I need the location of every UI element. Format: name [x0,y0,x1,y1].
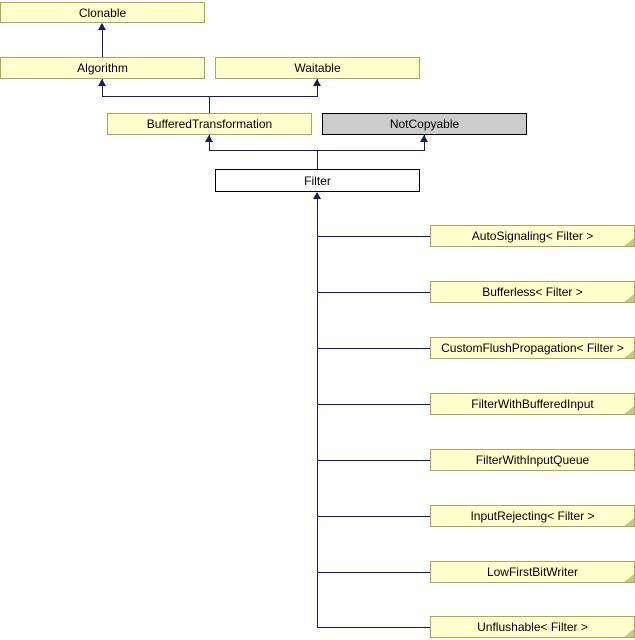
edge-bt-stem [209,96,210,113]
class-node-filter[interactable]: Filter [215,169,420,192]
class-node-customflushpropagation[interactable]: CustomFlushPropagation< Filter > [430,337,635,359]
edge-branch-unflushable [317,627,430,628]
class-node-autosignaling[interactable]: AutoSignaling< Filter > [430,225,635,247]
class-label: FilterWithBufferedInput [471,397,594,411]
fold-marker-icon [624,518,634,526]
class-label: CustomFlushPropagation< Filter > [441,341,624,355]
class-node-bufferedtransformation[interactable]: BufferedTransformation [107,113,312,135]
edge-algorithm-clonable [102,24,103,57]
class-node-lowfirstbitwriter[interactable]: LowFirstBitWriter [430,561,635,583]
edge-branch-bufferless [317,292,430,293]
class-node-algorithm[interactable]: Algorithm [0,57,205,79]
class-label: Clonable [78,5,127,20]
fold-marker-icon [624,406,634,414]
fold-marker-icon [624,350,634,358]
arrowhead-icon [313,79,321,86]
fold-marker-icon [624,294,634,302]
fold-marker-icon [624,629,634,637]
class-label: NotCopyable [389,117,460,131]
class-label: BufferedTransformation [146,117,273,131]
class-label: Bufferless< Filter > [482,285,583,299]
edge-derived-trunk [317,193,318,628]
edge-bt-bases-horizontal [102,96,318,97]
arrowhead-icon [98,79,106,86]
class-node-inputrejecting[interactable]: InputRejecting< Filter > [430,505,635,527]
edge-bt-waitable [317,79,318,96]
arrowhead-icon [420,135,428,142]
arrowhead-icon [98,23,106,30]
arrowhead-icon [313,192,321,199]
fold-marker-icon [624,238,634,246]
class-node-bufferless[interactable]: Bufferless< Filter > [430,281,635,303]
edge-branch-filterwithinputqueue [317,460,430,461]
class-node-filterwithbufferedinput[interactable]: FilterWithBufferedInput [430,393,635,415]
edge-branch-autosignaling [317,236,430,237]
edge-branch-inputrejecting [317,516,430,517]
class-label: Algorithm [77,61,128,75]
class-label: InputRejecting< Filter > [470,509,595,523]
class-label: LowFirstBitWriter [486,565,579,579]
edge-bt-algorithm [102,79,103,96]
edge-filter-bt [209,135,210,150]
class-node-clonable[interactable]: Clonable [0,2,205,23]
class-node-filterwithinputqueue[interactable]: FilterWithInputQueue [430,449,635,471]
class-node-unflushable[interactable]: Unflushable< Filter > [430,616,635,638]
class-label: Unflushable< Filter > [477,620,588,634]
fold-marker-icon [624,574,634,582]
class-label: AutoSignaling< Filter > [471,229,594,243]
arrowhead-icon [205,135,213,142]
edge-filter-stem [317,150,318,169]
class-label: Waitable [294,61,341,75]
class-node-notcopyable[interactable]: NotCopyable [322,113,527,135]
class-label: Filter [304,173,331,188]
edge-filter-notcopyable [424,135,425,150]
edge-branch-filterwithbufferedinput [317,404,430,405]
edge-branch-lowfirstbitwriter [317,572,430,573]
class-node-waitable[interactable]: Waitable [215,57,420,79]
class-label: FilterWithInputQueue [475,453,590,467]
edge-branch-customflushpropagation [317,348,430,349]
